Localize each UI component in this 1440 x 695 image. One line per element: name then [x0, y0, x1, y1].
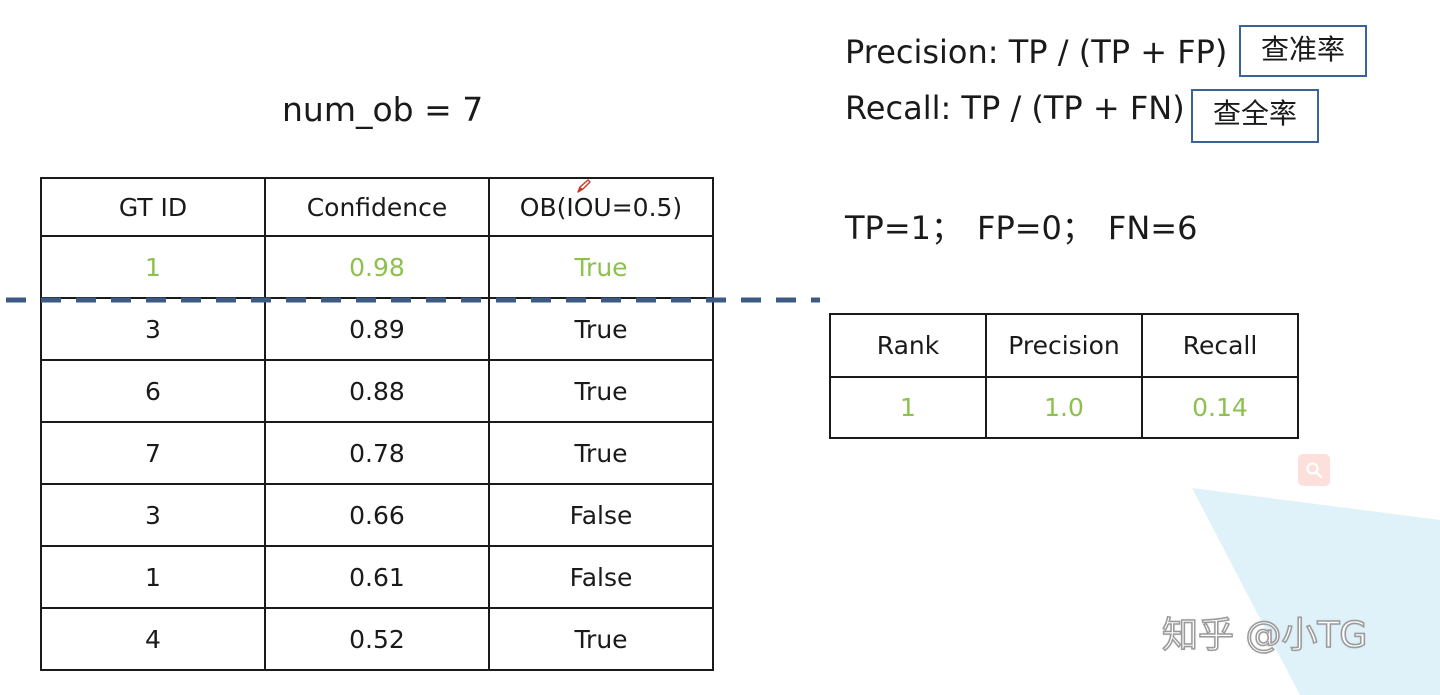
cell-confidence: 0.89 [264, 297, 490, 361]
cell-gt-id: 7 [40, 421, 266, 485]
recall-chinese-label: 查全率 [1191, 89, 1319, 143]
zoom-button[interactable] [1298, 454, 1330, 486]
cell-gt-id: 1 [40, 235, 266, 299]
cell-confidence: 0.88 [264, 359, 490, 423]
num-ob-label: num_ob = 7 [282, 90, 484, 129]
cell-confidence: 0.52 [264, 607, 490, 671]
cell-confidence: 0.98 [264, 235, 490, 299]
cell-ob: True [488, 297, 714, 361]
table-header-row: Rank Precision Recall [829, 313, 1299, 378]
cell-gt-id: 4 [40, 607, 266, 671]
cell-ob: True [488, 607, 714, 671]
cell-ob: True [488, 421, 714, 485]
header-recall: Recall [1141, 313, 1299, 378]
table-row-highlighted: 1 0.98 True [40, 235, 714, 299]
fn-count: FN=6 [1107, 209, 1198, 247]
magnifier-icon [1306, 462, 1323, 479]
observations-table: GT ID Confidence OB(IOU=0.5) 1 0.98 True… [40, 177, 714, 671]
table-row: 1 1.0 0.14 [829, 376, 1299, 439]
pencil-cursor-icon [577, 179, 591, 193]
table-row: 4 0.52 True [40, 607, 714, 671]
table-row: 6 0.88 True [40, 359, 714, 423]
header-gt-id: GT ID [40, 177, 266, 237]
recall-formula: Recall: TP / (TP + FN) [845, 89, 1185, 127]
table-row: 3 0.89 True [40, 297, 714, 361]
table-row: 7 0.78 True [40, 421, 714, 485]
table-row: 1 0.61 False [40, 545, 714, 609]
watermark: 知乎 @小TG [1161, 614, 1368, 657]
cell-rank: 1 [829, 376, 987, 439]
cell-ob: False [488, 545, 714, 609]
cell-confidence: 0.61 [264, 545, 490, 609]
header-rank: Rank [829, 313, 987, 378]
cell-precision: 1.0 [985, 376, 1143, 439]
header-confidence: Confidence [264, 177, 490, 237]
fp-count: FP=0； [977, 209, 1094, 247]
header-ob: OB(IOU=0.5) [488, 177, 714, 237]
cell-gt-id: 3 [40, 483, 266, 547]
cell-ob: True [488, 359, 714, 423]
tp-fp-fn-counts: TP=1； FP=0； FN=6 [845, 206, 1211, 250]
precision-chinese-label: 查准率 [1239, 25, 1367, 77]
tp-count: TP=1； [845, 209, 964, 247]
precision-formula: Precision: TP / (TP + FP) [845, 33, 1228, 71]
cell-gt-id: 1 [40, 545, 266, 609]
cell-ob: True [488, 235, 714, 299]
table-header-row: GT ID Confidence OB(IOU=0.5) [40, 177, 714, 237]
table-row: 3 0.66 False [40, 483, 714, 547]
cell-gt-id: 6 [40, 359, 266, 423]
cell-ob: False [488, 483, 714, 547]
precision-recall-table: Rank Precision Recall 1 1.0 0.14 [829, 313, 1299, 439]
cell-confidence: 0.66 [264, 483, 490, 547]
cell-recall: 0.14 [1141, 376, 1299, 439]
header-precision: Precision [985, 313, 1143, 378]
cell-confidence: 0.78 [264, 421, 490, 485]
cell-gt-id: 3 [40, 297, 266, 361]
